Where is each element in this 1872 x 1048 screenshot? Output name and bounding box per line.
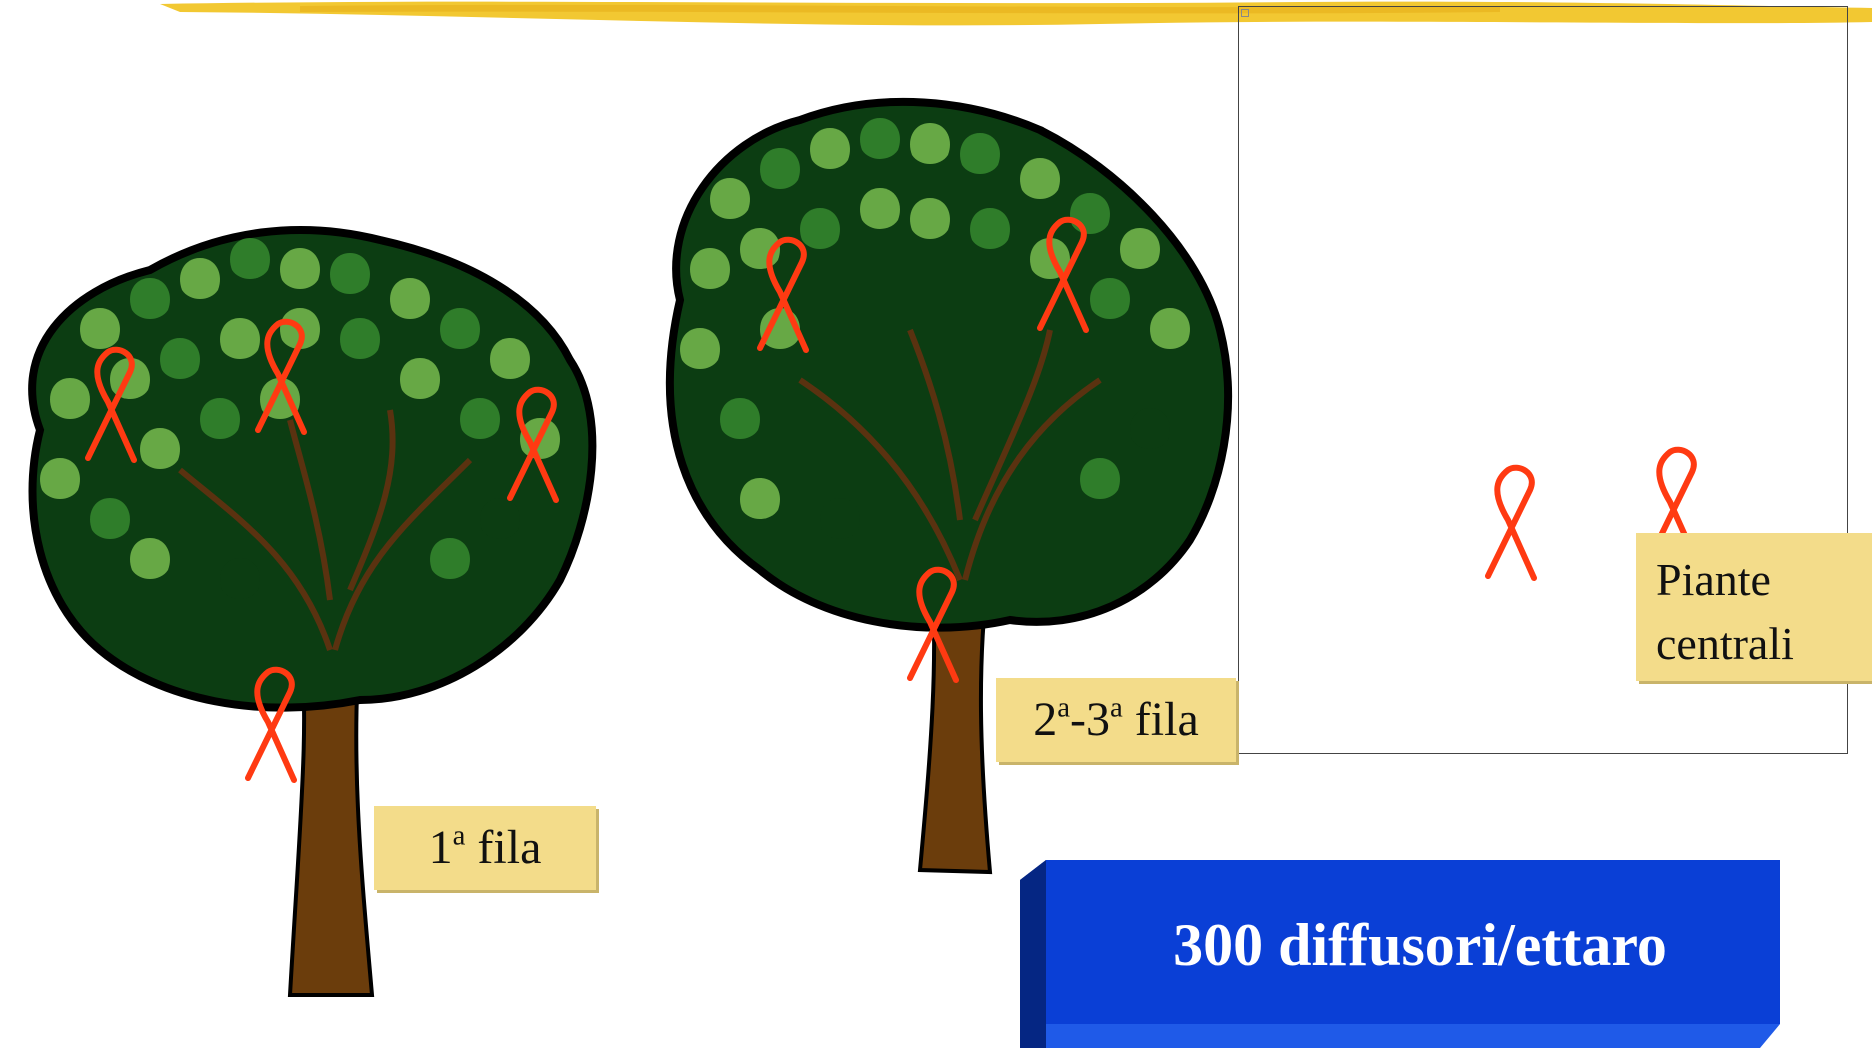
label-superscript: a <box>452 819 466 852</box>
label-second-third-row: 2a-3a fila <box>996 678 1236 762</box>
label-line-2: centrali <box>1656 618 1794 669</box>
label-superscript: a <box>1057 691 1071 724</box>
label-line-1: Piante <box>1656 554 1771 605</box>
central-plants-frame <box>1238 6 1848 754</box>
label-dash-number: -3 <box>1070 693 1110 746</box>
label-text: fila <box>465 821 542 874</box>
label-first-row: 1a fila <box>374 806 596 890</box>
label-number: 1 <box>428 821 453 874</box>
banner-text: 300 diffusori/ettaro <box>1173 912 1667 978</box>
tree-icon <box>665 97 1233 875</box>
frame-marker-icon <box>1241 9 1249 17</box>
label-superscript: a <box>1110 691 1123 724</box>
label-central-plants: Piante centrali <box>1636 533 1872 681</box>
banner-box <box>1020 860 1780 1048</box>
header-brush-stroke <box>160 1 1872 26</box>
tree-icon <box>28 226 597 997</box>
label-number: 2 <box>1033 693 1058 746</box>
label-text: fila <box>1122 693 1199 746</box>
